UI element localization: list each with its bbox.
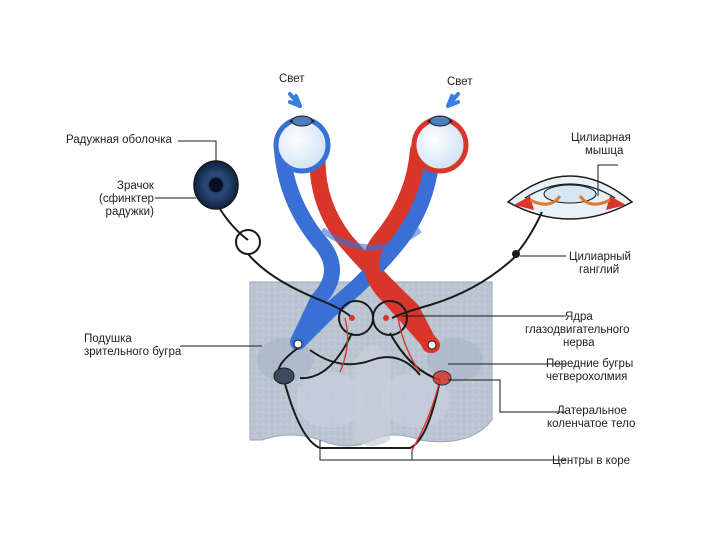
- label-pulvinar-line2: зрительного бугра: [84, 346, 182, 358]
- label-colliculi-line1: Передние бугры: [546, 358, 634, 370]
- light-arrow-left: [288, 92, 302, 108]
- label-ciliary-ganglion-line2: ганглий: [579, 264, 620, 276]
- iris-icon: [193, 160, 239, 210]
- label-ciliary-muscle: Цилиарная мышца: [571, 132, 631, 158]
- label-geniculate-line1: Латеральное: [557, 405, 627, 417]
- light-label-left: Свет: [279, 73, 305, 85]
- leader-lines: [155, 140, 618, 461]
- label-ciliary-muscle-line1: Цилиарная: [571, 132, 631, 144]
- label-lateral-geniculate: Латеральное коленчатое тело: [547, 405, 635, 431]
- light-label-right: Свет: [447, 76, 473, 88]
- label-oculomotor-nuclei: Ядра глазодвигательного нерва: [525, 311, 629, 350]
- label-superior-colliculi: Передние бугры четверохолмия: [546, 358, 633, 384]
- label-oculomotor-line2: глазодвигательного: [525, 324, 630, 336]
- label-pulvinar-line1: Подушка: [84, 333, 132, 345]
- ciliary-eye-icon: [506, 175, 634, 220]
- optic-tracts: [274, 142, 440, 353]
- label-oculomotor-line3: нерва: [563, 337, 595, 349]
- label-cortical-centers: Центры в коре: [552, 455, 631, 467]
- nuclei-dots: [273, 250, 520, 386]
- right-eye: [411, 115, 469, 174]
- label-pupil-line3: радужки): [105, 206, 154, 218]
- label-iris: Радужная оболочка: [66, 134, 172, 146]
- light-arrow-right: [446, 92, 460, 108]
- label-ciliary-muscle-line2: мышца: [585, 145, 624, 157]
- label-pupil-line1: Зрачок: [117, 180, 154, 192]
- left-eye: [273, 115, 331, 174]
- label-geniculate-line2: коленчатое тело: [547, 418, 636, 430]
- label-pulvinar: Подушка зрительного бугра: [84, 333, 181, 359]
- red-fibers: [339, 317, 441, 451]
- label-oculomotor-line1: Ядра: [565, 311, 593, 323]
- label-pupil-line2: (сфинктер: [99, 193, 154, 205]
- label-colliculi-line2: четверохолмия: [546, 371, 628, 383]
- label-ciliary-ganglion-line1: Цилиарный: [569, 251, 631, 263]
- label-ciliary-ganglion: Цилиарный ганглий: [569, 251, 631, 277]
- label-pupil: Зрачок (сфинктер радужки): [95, 180, 154, 219]
